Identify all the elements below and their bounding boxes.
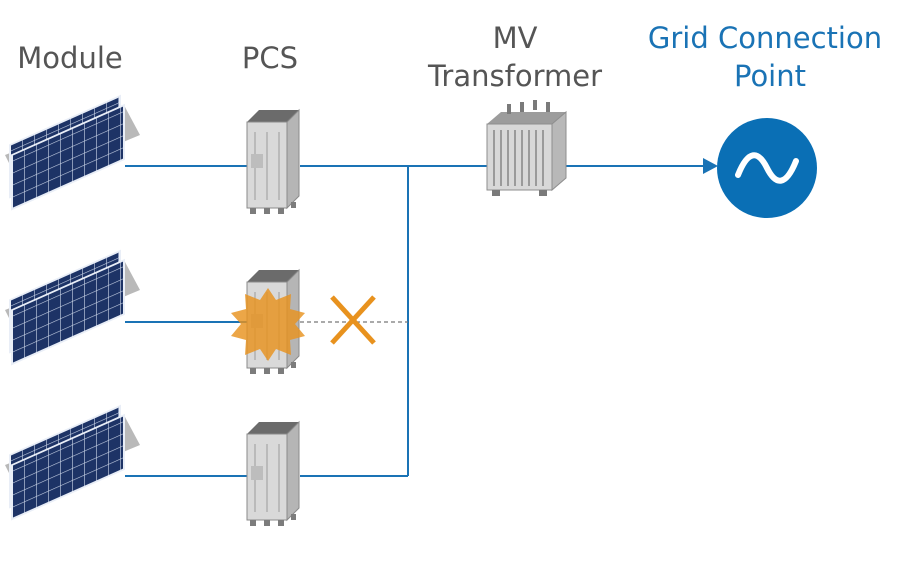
pcs-cabinet-icon: [246, 421, 300, 527]
pcs-label: PCS: [241, 41, 299, 75]
transformer-icon: [486, 100, 567, 196]
arrow-head-icon: [703, 158, 718, 174]
grid-label-line2: Point: [733, 59, 806, 93]
cross-mark-icon: [330, 295, 376, 345]
solar-panel-icon: [4, 405, 141, 520]
ac-sine-icon: [735, 152, 799, 184]
solar-panel-icon: [4, 250, 141, 365]
transformer-label-line2: Transformer: [427, 59, 602, 93]
fault-burst-icon: [231, 288, 305, 361]
grid-label-line1: Grid Connection: [647, 21, 883, 55]
module-label: Module: [17, 41, 123, 75]
transformer-label-line1: MV: [492, 21, 538, 55]
pcs-cabinet-icon: [246, 109, 300, 215]
wiring: [125, 165, 705, 477]
solar-panel-icon: [4, 95, 141, 210]
